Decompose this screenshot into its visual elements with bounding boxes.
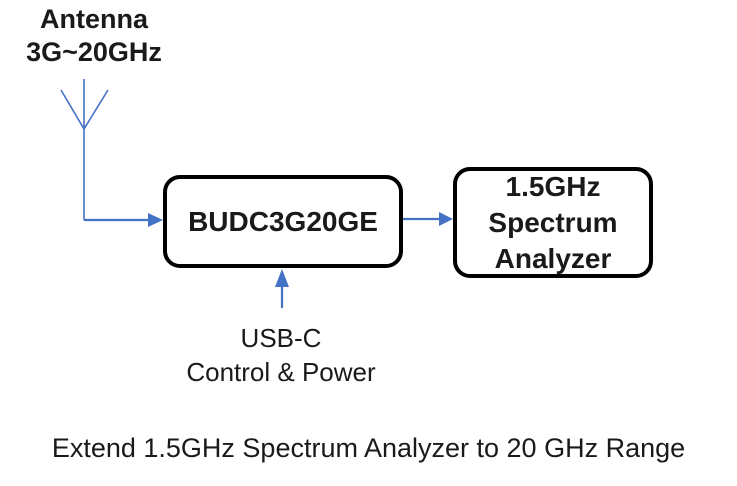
usb-arrow: [275, 269, 289, 308]
usb-label-line2: Control & Power: [186, 357, 376, 387]
analyzer-label-line2: Spectrum: [488, 206, 618, 238]
budc-to-analyzer-arrow: [403, 212, 453, 226]
antenna-icon: [60, 79, 109, 220]
antenna-label-line1: Antenna: [40, 4, 148, 34]
antenna-label-line2: 3G~20GHz: [26, 37, 162, 67]
antenna-label: Antenna 3G~20GHz: [4, 3, 184, 69]
budc-block: BUDC3G20GE: [163, 175, 403, 268]
usb-label: USB-C Control & Power: [160, 321, 402, 389]
diagram-caption: Extend 1.5GHz Spectrum Analyzer to 20 GH…: [51, 433, 686, 463]
analyzer-label-line1: 1.5GHz: [505, 170, 601, 202]
budc-block-label: BUDC3G20GE: [188, 205, 378, 237]
analyzer-label-line3: Analyzer: [494, 242, 612, 274]
usb-label-line1: USB-C: [240, 323, 322, 353]
spectrum-analyzer-block: 1.5GHz Spectrum Analyzer: [453, 167, 653, 278]
antenna-to-budc-arrow: [84, 213, 163, 227]
